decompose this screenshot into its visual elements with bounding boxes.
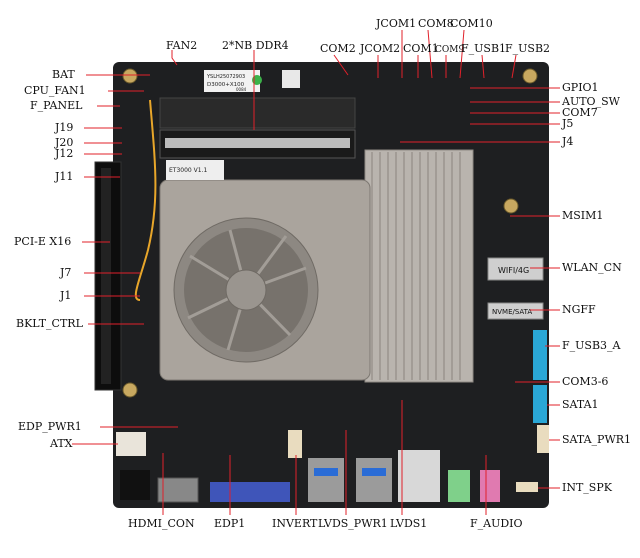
heatsink-fin-lines <box>371 152 461 380</box>
mounting-hole <box>122 68 138 84</box>
label-f-usb3-a: F_USB3_A <box>562 339 621 352</box>
label-edp-pwr1: EDP_PWR1 <box>18 420 82 433</box>
label-msim1: MSIM1 <box>562 209 604 222</box>
label-com7: COM7 <box>562 106 598 119</box>
mounting-hole <box>522 68 538 84</box>
label-auto-sw: AUTO_SW <box>562 95 620 108</box>
label-com8: COM8 <box>418 17 454 30</box>
label-f-audio: F_AUDIO <box>470 517 523 530</box>
audio-jack-pink <box>480 470 500 502</box>
label-fan2: FAN2 <box>166 39 198 52</box>
label-com9: COM9 <box>435 45 465 55</box>
label-hdmi-con: HDMI_CON <box>128 517 195 530</box>
label-jcom2: JCOM2 <box>360 42 401 55</box>
int-spk-header <box>516 482 538 492</box>
label-sata1: SATA1 <box>562 398 599 411</box>
label-com1: COM1 <box>403 42 439 55</box>
vga-port <box>210 482 290 502</box>
label-sata-pwr1: SATA_PWR1 <box>562 433 632 446</box>
label-j7: J7 <box>60 266 72 279</box>
heatsink-label <box>166 160 224 180</box>
label-f-usb2: F_USB2 <box>505 42 551 55</box>
sticker-serial: YSLH25072903 <box>206 74 245 80</box>
usb-port <box>308 458 344 502</box>
label-com3-6: COM3-6 <box>562 375 609 388</box>
usb-port <box>356 458 392 502</box>
heatsink-fins <box>364 149 474 383</box>
sticker-model: D3000+X100 <box>207 82 245 88</box>
label-lvds-pwr1: LVDS_PWR1 <box>318 517 388 530</box>
hdmi-port <box>157 477 199 503</box>
label-f-panel: F_PANEL <box>30 99 83 112</box>
audio-jack-green <box>448 470 470 502</box>
label-cpu-fan1: CPU_FAN1 <box>24 84 86 97</box>
sata-label: NVME/SATA <box>492 308 532 316</box>
mounting-hole <box>122 382 138 398</box>
sticker-code: 0084 <box>236 87 247 92</box>
label-com10: COM10 <box>450 17 493 30</box>
label-j20: J20 <box>55 136 74 149</box>
wifi-slot <box>487 257 544 281</box>
label-j4: J4 <box>562 135 574 148</box>
ddr4-sticker <box>204 70 260 92</box>
label-j11: J11 <box>55 170 74 183</box>
label-edp1: EDP1 <box>214 517 246 530</box>
invert-header <box>288 430 302 458</box>
label-gpio1: GPIO1 <box>562 81 599 94</box>
label-j12: J12 <box>55 147 74 160</box>
usb3-header <box>533 330 547 380</box>
label-pcie: PCI-E X16 <box>14 235 72 248</box>
sata1-port <box>533 385 547 423</box>
sata-power-port <box>537 425 549 453</box>
label-j5: J5 <box>562 117 574 130</box>
label-jcom1: JCOM1 <box>376 17 417 30</box>
label-bat: BAT <box>52 68 75 81</box>
fan-cable <box>134 99 157 301</box>
label-lvds1: LVDS1 <box>390 517 428 530</box>
ngff-slot <box>487 302 544 320</box>
label-bklt-ctrl: BKLT_CTRL <box>16 317 83 330</box>
black-connector <box>120 470 150 500</box>
label-atx: ATX <box>50 437 73 450</box>
label-f-usb1: F_USB1 <box>461 42 507 55</box>
atx-connector <box>116 432 146 456</box>
label-j1: J1 <box>60 289 72 302</box>
label-ngff: NGFF <box>562 303 596 316</box>
label-j19: J19 <box>55 121 74 134</box>
label-wlan-cn: WLAN_CN <box>562 261 622 274</box>
wifi-label: WIFI/4G <box>498 266 529 275</box>
leader-lines <box>72 29 560 515</box>
lan-port <box>398 450 440 502</box>
heatsink-model: ET3000 V1.1 <box>169 167 207 174</box>
qr-sticker <box>282 70 300 88</box>
mounting-hole <box>503 198 519 214</box>
label-invert: INVERT <box>272 517 318 530</box>
label-ddr4: 2*NB DDR4 <box>222 39 289 52</box>
label-int-spk: INT_SPK <box>562 481 612 494</box>
label-com2: COM2 <box>320 42 356 55</box>
